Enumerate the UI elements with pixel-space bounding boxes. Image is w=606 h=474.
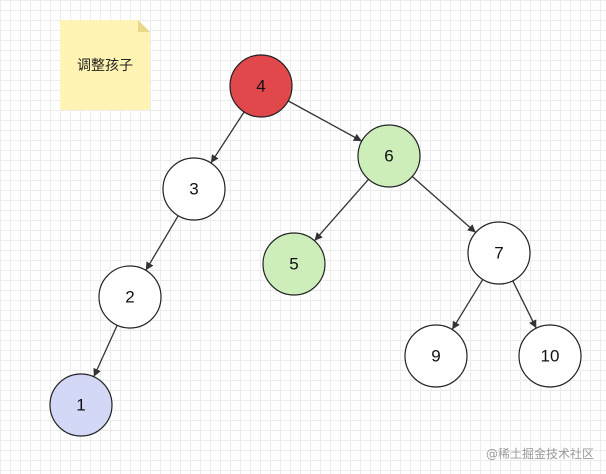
node-label-10: 10	[541, 346, 560, 365]
node-circle-4	[229, 54, 293, 118]
node-label-6: 6	[384, 146, 393, 165]
sticky-note-shape	[60, 20, 150, 110]
tree-node-4: 4	[229, 54, 293, 118]
tree-node-10: 10	[518, 324, 582, 388]
watermark: @稀土掘金技术社区	[485, 447, 594, 461]
edge-6-to-5	[313, 178, 370, 242]
edge-6-to-7	[411, 176, 477, 233]
tree-node-7: 7	[467, 221, 531, 285]
node-label-3: 3	[189, 179, 198, 198]
node-circle-7	[467, 221, 531, 285]
sticky-note: 调整孩子	[60, 20, 150, 110]
node-circle-10	[518, 324, 582, 388]
node-label-5: 5	[289, 254, 298, 273]
node-label-7: 7	[494, 243, 503, 262]
sticky-note-text: 调整孩子	[77, 58, 133, 74]
node-circle-2	[98, 265, 162, 329]
node-label-2: 2	[125, 287, 134, 306]
node-label-9: 9	[431, 346, 440, 365]
tree-node-5: 5	[262, 232, 326, 296]
tree-node-1: 1	[49, 373, 113, 437]
edge-7-to-9	[451, 279, 484, 330]
tree-node-6: 6	[357, 124, 421, 188]
edge-2-to-1	[93, 324, 118, 378]
edge-3-to-2	[145, 215, 179, 271]
nodes-layer: 4 3 6 2 5 7 1 9 10	[49, 54, 582, 437]
edge-7-to-10	[512, 280, 537, 329]
edge-4-to-3	[210, 111, 245, 164]
node-label-4: 4	[256, 76, 265, 95]
edges-layer	[93, 100, 537, 378]
tree-node-2: 2	[98, 265, 162, 329]
node-label-1: 1	[76, 395, 85, 414]
node-circle-1	[49, 373, 113, 437]
node-circle-9	[404, 324, 468, 388]
node-circle-5	[262, 232, 326, 296]
node-circle-3	[162, 157, 226, 221]
edge-4-to-6	[287, 100, 363, 142]
tree-node-3: 3	[162, 157, 226, 221]
tree-node-9: 9	[404, 324, 468, 388]
node-circle-6	[357, 124, 421, 188]
